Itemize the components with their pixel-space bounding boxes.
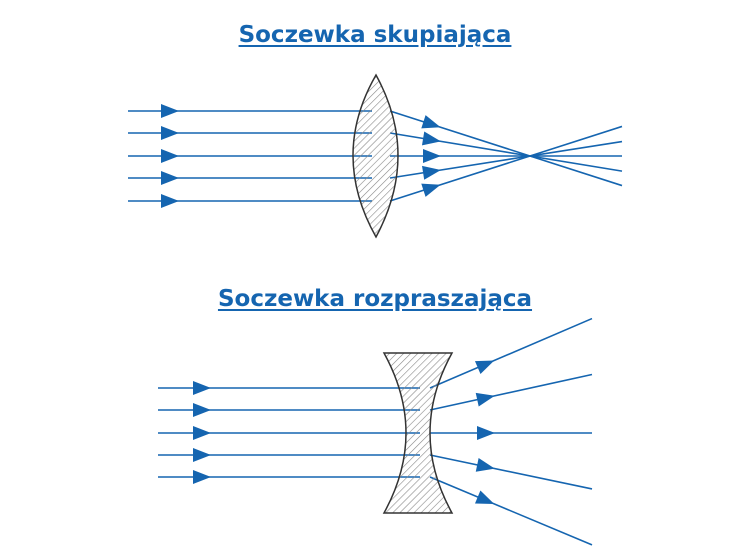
arrow-icon xyxy=(193,381,211,395)
converging-lens-diagram xyxy=(128,73,623,239)
diverging-outgoing-rays xyxy=(429,317,593,546)
arrow-icon xyxy=(421,131,441,146)
diverging-lens-diagram xyxy=(158,317,593,546)
arrow-icon xyxy=(193,448,211,462)
arrow-icon xyxy=(421,183,441,197)
arrow-icon xyxy=(161,104,179,118)
arrow-icon xyxy=(161,171,179,185)
arrow-icon xyxy=(193,470,211,484)
arrow-icon xyxy=(161,126,179,140)
converging-lens-title: Soczewka skupiająca xyxy=(238,22,512,48)
arrow-icon xyxy=(161,194,179,208)
converging-incoming-rays xyxy=(128,104,372,208)
outgoing-ray xyxy=(429,373,593,411)
arrow-icon xyxy=(474,360,495,374)
diverging-lens xyxy=(382,352,454,514)
arrow-icon xyxy=(475,392,495,407)
converging-lens xyxy=(352,73,399,239)
outgoing-ray xyxy=(429,476,593,546)
arrow-icon xyxy=(475,458,495,472)
diverging-lens-title: Soczewka rozpraszająca xyxy=(217,286,533,312)
arrow-icon xyxy=(193,403,211,417)
arrow-icon xyxy=(422,165,441,180)
arrow-icon xyxy=(474,490,495,504)
arrow-icon xyxy=(421,115,441,129)
arrow-icon xyxy=(193,426,211,440)
arrow-icon xyxy=(161,149,179,163)
outgoing-ray xyxy=(429,454,593,490)
diverging-incoming-rays xyxy=(158,381,420,484)
outgoing-ray xyxy=(429,317,593,389)
arrow-icon xyxy=(477,426,495,440)
arrow-icon xyxy=(423,149,441,163)
converging-outgoing-rays xyxy=(389,110,623,202)
